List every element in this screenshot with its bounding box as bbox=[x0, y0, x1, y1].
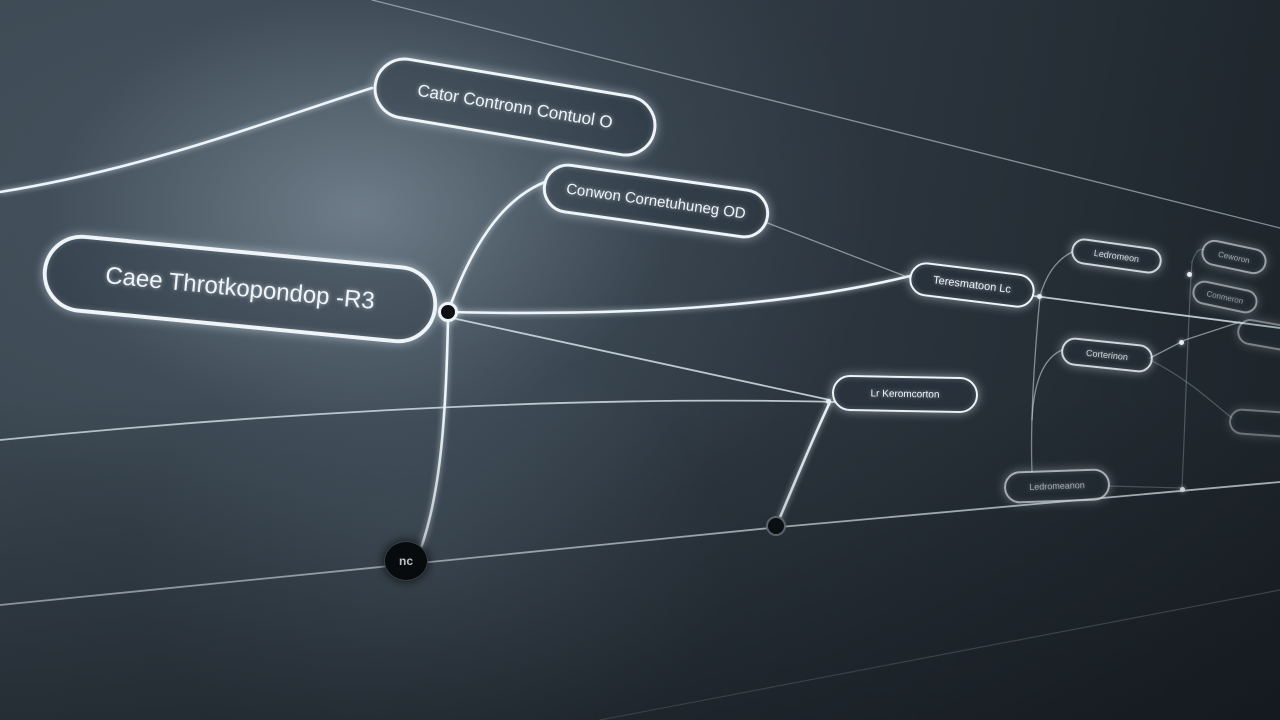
bottom-badge-label: nc bbox=[398, 554, 413, 568]
connection-dot bbox=[1180, 487, 1185, 492]
wire-to-far-1 bbox=[1039, 251, 1073, 297]
connection-dot bbox=[1037, 294, 1042, 299]
wire-far-2-down bbox=[1149, 359, 1233, 419]
wire-cluster-vertical bbox=[1030, 295, 1041, 473]
node-far-1-label: Ledromeon bbox=[1093, 247, 1140, 265]
node-edge-4[interactable] bbox=[1228, 407, 1280, 439]
wire-far-vertical bbox=[1181, 261, 1193, 489]
wire-second-to-right bbox=[764, 221, 911, 279]
wire-junction-to-middle bbox=[451, 317, 831, 401]
wire-edge-link bbox=[1191, 248, 1205, 263]
node-far-3[interactable]: Ledromeanon bbox=[1003, 468, 1111, 504]
guide-line-bottom bbox=[0, 481, 1280, 606]
wire-left-to-top bbox=[0, 86, 374, 194]
node-far-2-label: Corterinon bbox=[1085, 347, 1129, 363]
wire-to-far-2 bbox=[1031, 349, 1063, 421]
wire-far-3-right bbox=[1107, 485, 1183, 489]
bottom-connector-port[interactable] bbox=[766, 516, 786, 536]
node-edge-1-label: Ceworon bbox=[1217, 249, 1251, 265]
wire-far-2-out bbox=[1149, 321, 1241, 359]
guide-line-top bbox=[371, 0, 1280, 229]
node-connection-second-label: Conwon Cornetuhuneg OD bbox=[565, 179, 747, 223]
node-far-3-label: Ledromeanon bbox=[1029, 480, 1085, 492]
node-right-a-label: Teresmatoon Lc bbox=[932, 274, 1012, 296]
bottom-badge[interactable]: nc bbox=[384, 541, 428, 581]
node-middle[interactable]: Lr Keromcorton bbox=[831, 374, 979, 414]
junction-port[interactable] bbox=[438, 302, 458, 322]
connection-dot bbox=[1187, 272, 1192, 277]
wire-junction-to-second bbox=[446, 180, 547, 314]
guide-line-floor bbox=[599, 589, 1280, 720]
wire-middle-down bbox=[776, 400, 832, 524]
guide-line-middle bbox=[0, 399, 836, 441]
wire-junction-down bbox=[416, 318, 450, 558]
node-middle-label: Lr Keromcorton bbox=[870, 387, 940, 401]
connection-dot bbox=[1179, 340, 1184, 345]
node-control-top-label: Cator Contronn Contuol O bbox=[416, 80, 615, 133]
node-edge-2-label: Conmeron bbox=[1205, 288, 1245, 306]
wire-junction-to-right bbox=[446, 274, 912, 315]
connection-dot bbox=[826, 399, 831, 404]
node-main-label: Caee Throtkopondop -R3 bbox=[104, 262, 376, 315]
